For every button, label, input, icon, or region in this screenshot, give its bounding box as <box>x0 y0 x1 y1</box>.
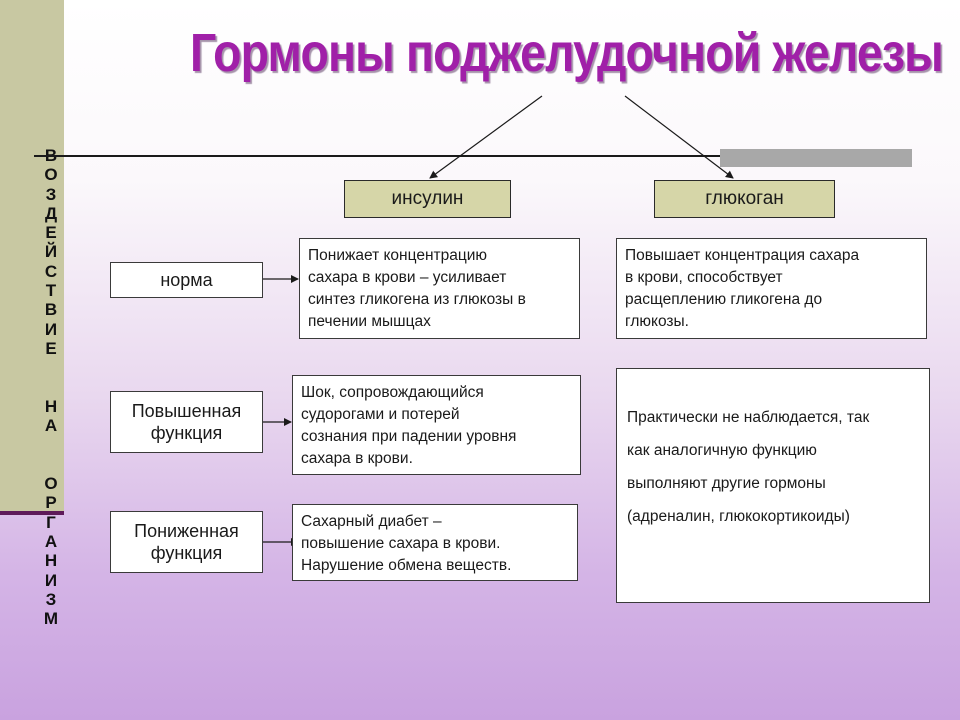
side-label-letter: О <box>44 474 58 494</box>
side-label-letter: З <box>45 184 57 204</box>
side-label-letter: Т <box>45 281 57 301</box>
side-label-letter: И <box>44 319 58 339</box>
side-label-letter: В <box>44 300 58 320</box>
arrow-title-to-insulin <box>429 95 543 179</box>
side-label-letter: С <box>44 261 58 281</box>
sidebar-divider <box>0 511 64 515</box>
side-label-letter: А <box>44 531 58 551</box>
row-label-increased: Повышенная функция <box>110 391 263 453</box>
glucagon-abnormal-text: Практически не наблюдается, так как анал… <box>616 368 930 603</box>
horizontal-rule <box>34 155 912 157</box>
side-label-letter: Р <box>45 493 57 513</box>
side-label-letter: М <box>43 609 59 629</box>
side-label-letter: Д <box>44 203 58 223</box>
row-label-decreased: Пониженная функция <box>110 511 263 573</box>
side-label-letter: Е <box>45 223 57 243</box>
side-label-letter: Н <box>44 551 58 571</box>
left-sidebar-band <box>0 0 64 512</box>
side-label-letter: Н <box>44 396 58 416</box>
insulin-decreased-text: Сахарный диабет – повышение сахара в кро… <box>292 504 578 581</box>
side-label-letter: З <box>45 589 57 609</box>
glucagon-norm-text: Повышает концентрация сахара в крови, сп… <box>616 238 927 339</box>
arrow-title-to-glucagon <box>624 95 734 179</box>
side-label-letter: И <box>44 570 58 590</box>
insulin-norm-text: Понижает концентрацию сахара в крови – у… <box>299 238 580 339</box>
side-label-letter: Г <box>46 512 56 532</box>
side-label-letter: Е <box>45 338 57 358</box>
side-label-letter: А <box>44 416 58 436</box>
side-label-letter: О <box>44 165 58 185</box>
grey-accent-bar <box>720 149 912 167</box>
page-title: Гормоны поджелудочной железы <box>190 23 944 83</box>
row-label-norm: норма <box>110 262 263 298</box>
glucagon-box: глюкоган <box>654 180 835 218</box>
insulin-increased-text: Шок, сопровождающийся судорогами и потер… <box>292 375 581 475</box>
side-label-letter: Й <box>44 242 58 262</box>
insulin-box: инсулин <box>344 180 511 218</box>
